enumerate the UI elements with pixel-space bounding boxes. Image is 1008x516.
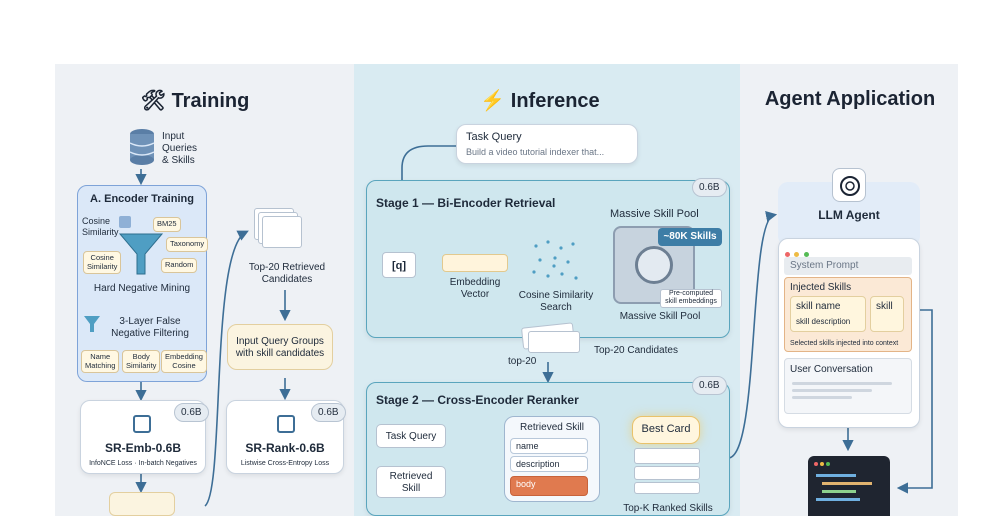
embedding-vector-label: Embedding Vector [449, 277, 501, 300]
conversation-lines [792, 382, 892, 403]
ranked-cards-stack [634, 448, 700, 498]
skill-name-field: name [510, 438, 588, 454]
sr-rank-loss: Listwise Cross-Entropy Loss [240, 460, 330, 467]
cosine-chip: Cosine Similarity [83, 251, 122, 275]
stage2-title: Stage 2 — Cross-Encoder Reranker [376, 393, 579, 407]
stage2-size-badge: 0.6B [692, 376, 727, 395]
hard-negative-label: Hard Negative Mining [93, 283, 191, 294]
false-negative-label: 3-Layer False Negative Filtering [111, 316, 189, 339]
taxonomy-chip: Taxonomy [166, 237, 209, 252]
skill-card-secondary [870, 296, 904, 332]
stage1-title: Stage 1 — Bi-Encoder Retrieval [376, 196, 556, 210]
bm25-chip: BM25 [153, 217, 181, 232]
input-label: Input Queries & Skills [162, 131, 198, 166]
openai-logo-icon [832, 168, 866, 202]
sr-rank-size-badge: 0.6B [311, 403, 346, 422]
name-matching-chip: Name Matching [81, 350, 120, 374]
skill-card-main [790, 296, 866, 332]
sr-emb-size-badge: 0.6B [174, 403, 209, 422]
sr-emb-model-name: SR-Emb-0.6B [104, 441, 181, 455]
query-groups-label: Input Query Groups with skill candidates [235, 336, 325, 359]
skill-pool-bottom-label: Massive Skill Pool [619, 311, 701, 322]
random-chip: Random [161, 258, 198, 273]
query-groups-box [227, 324, 333, 370]
query-token: [q] [382, 252, 416, 278]
window-controls [785, 244, 815, 257]
candidate-cards-icon [520, 322, 586, 361]
inference-title: ⚡ Inference [480, 90, 600, 112]
user-conversation-label: User Conversation [790, 364, 873, 375]
cosine-similarity-label: Cosine Similarity [82, 216, 119, 237]
document-stack-icon [254, 208, 304, 252]
user-conversation-box [784, 358, 912, 414]
task-query-title: Task Query [466, 131, 522, 143]
training-title: 🛠 Training [140, 90, 250, 112]
stage2-retrieved-skill: Retrieved Skill [376, 466, 446, 498]
skill-description-field: description [510, 456, 588, 472]
filter-icon [83, 314, 101, 334]
embedding-preview [109, 492, 175, 516]
cosine-search-label: Cosine Similarity Search [518, 290, 594, 313]
sr-emb-loss: InfoNCE Loss · In-batch Negatives [89, 460, 197, 467]
body-similarity-chip: Body Similarity [122, 350, 161, 374]
stage1-size-badge: 0.6B [692, 178, 727, 197]
cpu-icon [133, 415, 151, 433]
skill-pool-title: Massive Skill Pool [610, 208, 699, 220]
skill-body-field: body [510, 476, 588, 496]
encoder-training-title: A. Encoder Training [90, 193, 194, 205]
encoder-training-box [77, 185, 207, 382]
skill-short-label: skill [876, 301, 893, 312]
skill-name-label: skill name [796, 301, 841, 312]
top20-candidates-label: Top-20 Candidates [594, 345, 678, 356]
sr-rank-model-name: SR-Rank-0.6B [245, 441, 325, 455]
task-query-card [456, 124, 638, 164]
precomputed-label: Pre-computed skill embeddings [660, 289, 722, 308]
injected-skills-label: Injected Skills [790, 282, 852, 293]
retrieved-skill-title: Retrieved Skill [520, 422, 584, 433]
top20-small-label: top-20 [508, 356, 537, 367]
database-icon [128, 128, 156, 166]
embedding-cosine-chip: Embedding Cosine [161, 350, 207, 374]
agent-title: Agent Application [764, 88, 936, 110]
top20-retrieved-label: Top-20 Retrieved Candidates [248, 262, 326, 285]
chip-icon [119, 216, 131, 228]
llm-agent-label: LLM Agent [818, 208, 880, 222]
injected-note: Selected skills injected into context [790, 340, 899, 347]
skill-description-label: skill description [796, 317, 851, 326]
funnel-icon [118, 230, 164, 278]
embedding-vector-icon [442, 254, 508, 272]
skill-pool-badge: ~80K Skills [658, 228, 722, 246]
topk-label: Top-K Ranked Skills [623, 503, 713, 514]
best-card [632, 416, 700, 444]
best-card-label: Best Card [641, 423, 691, 435]
code-editor-icon [808, 456, 890, 516]
system-prompt-label: System Prompt [784, 257, 912, 275]
stage2-task-query: Task Query [376, 424, 446, 448]
cosine-scatter-icon [528, 236, 582, 286]
task-query-text: Build a video tutorial indexer that... [466, 147, 605, 157]
cpu-icon [277, 415, 295, 433]
